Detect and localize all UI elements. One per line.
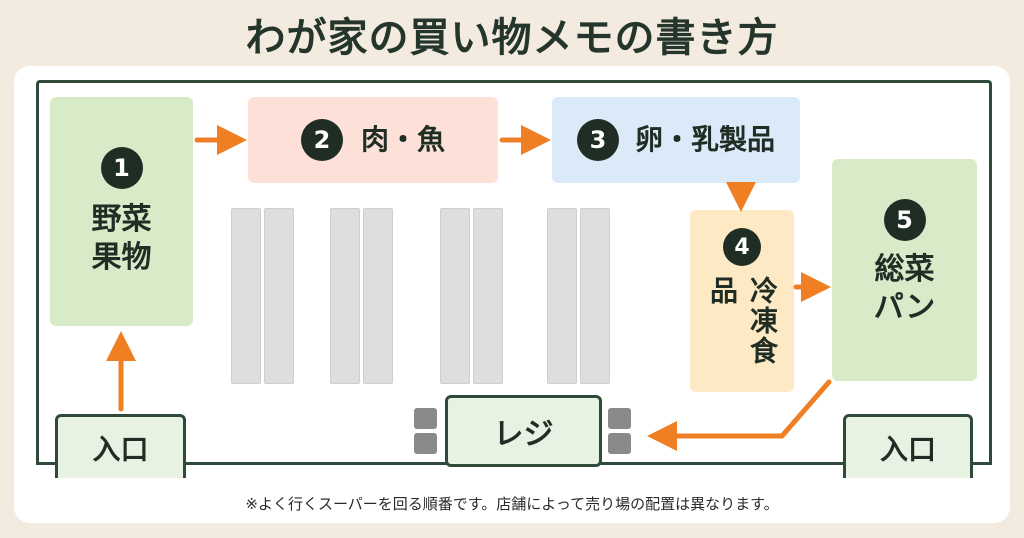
shelf: [330, 208, 360, 384]
store-outline: [36, 80, 992, 465]
zone-label: 卵・乳製品: [634, 123, 775, 156]
shelf: [547, 208, 577, 384]
page-title: わが家の買い物メモの書き方: [245, 15, 779, 61]
footnote: ※よく行くスーパーを回る順番です。店舗によって売り場の配置は異なります。: [245, 495, 779, 513]
step-number: 1: [100, 147, 143, 189]
entrance-left: 入口: [55, 414, 186, 478]
shelf: [440, 208, 470, 384]
cart-icon: [608, 433, 631, 454]
step-number: 5: [883, 199, 926, 241]
cart-icon: [608, 408, 631, 429]
entrance-right: 入口: [843, 414, 973, 478]
zone-vegetables-fruit: 1 野菜 果物: [50, 97, 193, 326]
zone-eggs-dairy: 3 卵・乳製品: [552, 97, 800, 183]
zone-label: 肉・魚: [360, 123, 445, 156]
zone-meat-fish: 2 肉・魚: [248, 97, 498, 183]
zone-frozen-food: 4 冷凍食品: [690, 210, 794, 392]
zone-deli-bread: 5 総菜 パン: [832, 159, 977, 381]
cart-icon: [414, 408, 437, 429]
zone-label: 野菜 果物: [91, 202, 152, 275]
floor-line: [36, 462, 56, 465]
shelf: [231, 208, 261, 384]
step-number: 4: [723, 228, 761, 266]
shelf: [473, 208, 503, 384]
floor-line: [971, 462, 992, 465]
step-number: 3: [576, 119, 619, 161]
zone-label: 冷凍食品: [706, 276, 779, 366]
shelf: [580, 208, 610, 384]
zone-label: 総菜 パン: [873, 252, 936, 325]
shelf: [264, 208, 294, 384]
shelf: [363, 208, 393, 384]
step-number: 2: [300, 119, 343, 161]
cart-icon: [414, 433, 437, 454]
register: レジ: [445, 395, 602, 467]
